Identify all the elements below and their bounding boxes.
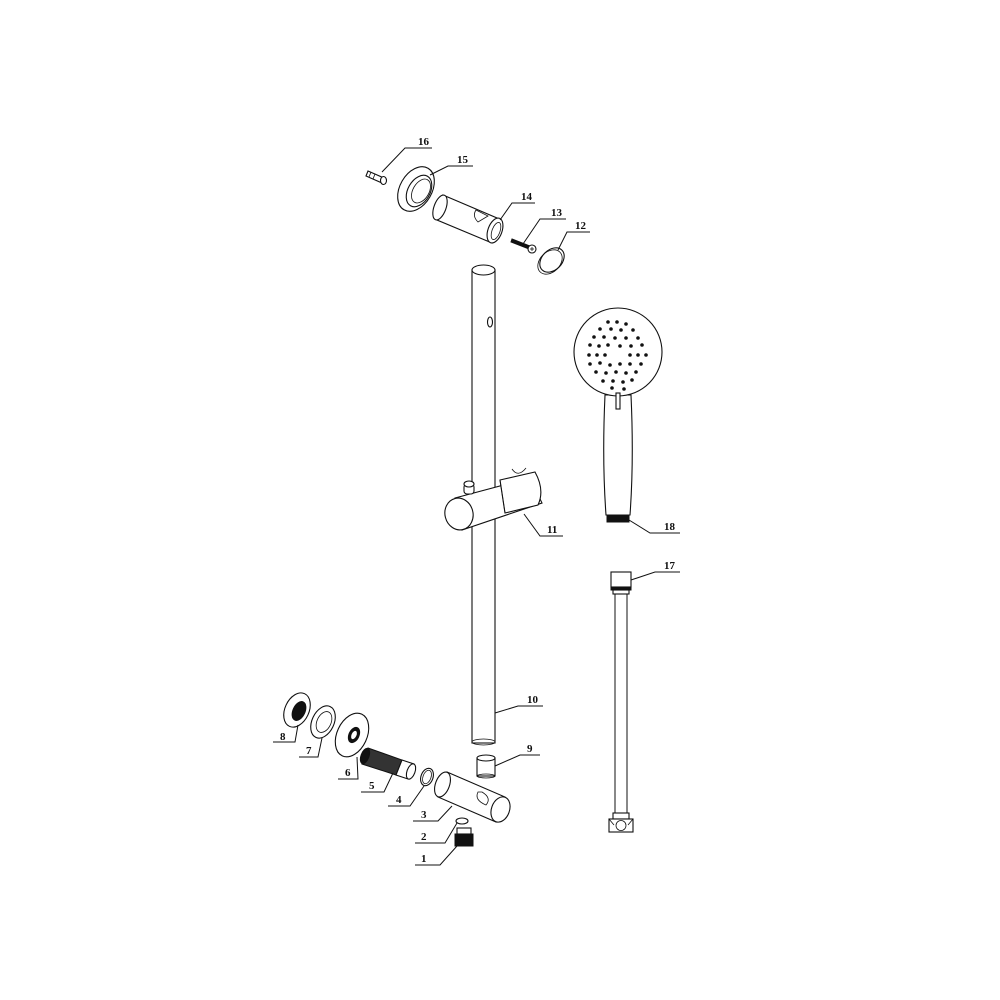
part-18-hand-shower [573, 307, 663, 523]
callout-17: 17 [630, 560, 680, 581]
callout-5: 5 [361, 772, 394, 793]
part-4-o-ring [420, 767, 434, 787]
svg-text:8: 8 [280, 731, 286, 743]
svg-text:10: 10 [527, 694, 539, 706]
callout-2: 2 [415, 822, 458, 844]
part-17-shower-hose [608, 571, 634, 833]
callout-6: 6 [338, 756, 359, 780]
part-14-top-holder [432, 194, 504, 244]
svg-text:17: 17 [664, 560, 676, 572]
spray-nozzles [587, 320, 648, 391]
svg-text:1: 1 [421, 853, 427, 865]
part-2-small-o-ring [455, 817, 469, 825]
part-5-threaded-pipe [359, 747, 417, 780]
callout-18: 18 [628, 519, 680, 534]
svg-text:7: 7 [306, 745, 312, 757]
callout-11: 11 [523, 513, 563, 537]
callout-8: 8 [273, 724, 299, 743]
svg-text:15: 15 [457, 154, 469, 166]
svg-text:12: 12 [575, 220, 587, 232]
svg-text:3: 3 [421, 809, 427, 821]
part-3-elbow-holder [434, 771, 511, 823]
svg-text:5: 5 [369, 780, 375, 792]
callout-9: 9 [494, 743, 540, 767]
svg-text:2: 2 [421, 831, 427, 843]
svg-text:6: 6 [345, 767, 351, 779]
callout-10: 10 [494, 694, 543, 714]
svg-text:13: 13 [551, 207, 563, 219]
part-8-threaded-flange [283, 692, 311, 728]
part-12-cover-cap [537, 247, 565, 275]
callout-7: 7 [299, 737, 323, 758]
part-1-connector-nut [454, 827, 474, 847]
part-7-washer [310, 705, 336, 739]
callout-13: 13 [522, 207, 566, 245]
callout-12: 12 [557, 220, 590, 251]
callout-1: 1 [415, 845, 458, 866]
svg-text:4: 4 [396, 794, 402, 806]
part-16-anchor-screw [365, 170, 388, 186]
svg-text:14: 14 [521, 191, 533, 203]
part-15-wall-flange [397, 166, 435, 212]
part-9-sleeve [476, 754, 496, 779]
callout-3: 3 [413, 805, 453, 822]
part-11-slider [444, 467, 543, 531]
svg-text:18: 18 [664, 521, 676, 533]
svg-text:9: 9 [527, 743, 533, 755]
callout-15: 15 [429, 154, 473, 176]
part-13-screw [510, 238, 537, 254]
callout-16: 16 [381, 136, 432, 173]
callout-14: 14 [499, 191, 535, 221]
label-16: 16 [418, 136, 430, 148]
callout-4: 4 [388, 785, 425, 807]
svg-text:11: 11 [547, 524, 557, 536]
part-6-cover-flange [334, 712, 370, 758]
